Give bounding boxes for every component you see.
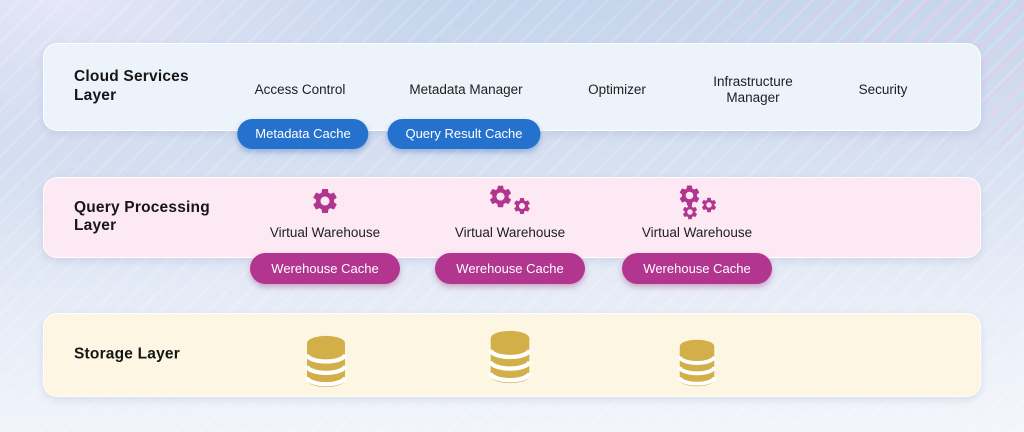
service-metadata-manager: Metadata Manager xyxy=(409,81,523,97)
virtual-warehouse-3: Virtual Warehouse Werehouse Cache xyxy=(587,183,807,284)
cloud-services-layer-panel: Cloud Services Layer Access Control Meta… xyxy=(43,43,981,131)
query-result-cache-badge: Query Result Cache xyxy=(387,119,541,149)
gears-icon xyxy=(587,183,807,220)
database-icon xyxy=(303,334,349,389)
cloud-services-layer-title: Cloud Services Layer xyxy=(74,68,189,104)
service-security: Security xyxy=(858,81,908,97)
warehouse-cache-badge: Werehouse Cache xyxy=(622,253,772,284)
virtual-warehouse-label: Virtual Warehouse xyxy=(454,225,566,240)
gears-icon xyxy=(400,183,620,220)
virtual-warehouse-1: Virtual Warehouse Werehouse Cache xyxy=(215,183,435,284)
service-optimizer: Optimizer xyxy=(588,81,646,97)
service-infrastructure-manager: Infrastructure Manager xyxy=(713,73,793,105)
query-processing-layer-title: Query Processing Layer xyxy=(74,198,210,235)
virtual-warehouse-label: Virtual Warehouse xyxy=(269,225,381,240)
storage-layer-title: Storage Layer xyxy=(74,345,180,363)
virtual-warehouse-label: Virtual Warehouse xyxy=(641,225,753,240)
query-processing-layer-panel: Query Processing Layer xyxy=(43,177,981,258)
service-access-control: Access Control xyxy=(254,81,346,97)
database-icon xyxy=(675,338,719,388)
warehouse-cache-badge: Werehouse Cache xyxy=(435,253,585,284)
database-icon xyxy=(483,329,537,385)
virtual-warehouse-2: Virtual Warehouse Werehouse Cache xyxy=(400,183,620,284)
metadata-cache-badge: Metadata Cache xyxy=(237,119,369,149)
warehouse-cache-badge: Werehouse Cache xyxy=(250,253,400,284)
gear-icon xyxy=(215,183,435,220)
